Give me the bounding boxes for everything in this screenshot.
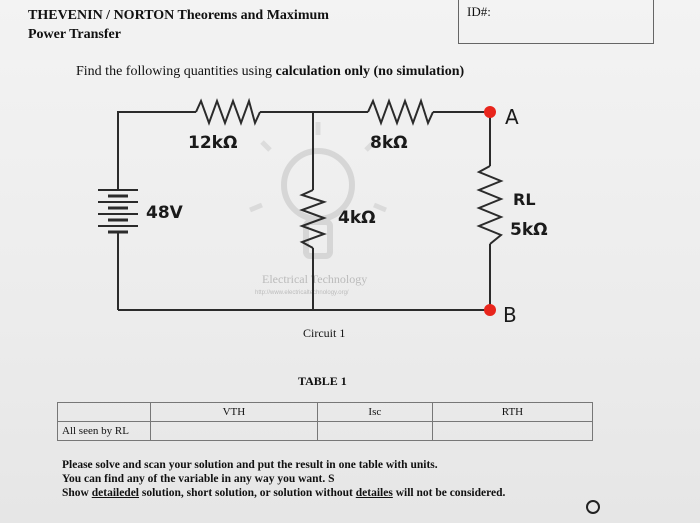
r2-label: 8kΩ xyxy=(370,133,408,153)
watermark-bulb-icon xyxy=(249,122,387,259)
table-title: TABLE 1 xyxy=(298,374,347,388)
terminal-b-dot xyxy=(484,304,496,316)
circle-mark-icon xyxy=(586,500,600,514)
page-title: THEVENIN / NORTON Theorems and Maximum P… xyxy=(28,6,329,44)
r3-label: 4kΩ xyxy=(338,208,376,228)
table-cell-isc[interactable] xyxy=(316,421,433,441)
watermark-url: http://www.electricaltechnology.org/ xyxy=(255,290,349,296)
table-header-vth: VTH xyxy=(150,402,318,422)
table-cell-rth[interactable] xyxy=(431,421,594,441)
note-line-3-underlined2: detailes xyxy=(355,487,393,499)
terminal-a-dot xyxy=(484,106,496,118)
id-label: ID#: xyxy=(467,4,491,19)
note-line-3-suffix: will not be considered. xyxy=(392,487,506,499)
table-cell-vth[interactable] xyxy=(150,421,318,441)
note-line-3-underlined: detailedel xyxy=(91,487,140,499)
resistor-8k xyxy=(367,97,434,126)
watermark-text: Electrical Technology xyxy=(262,272,367,286)
table-header-row: VTH Isc RTH xyxy=(57,402,594,422)
results-table: VTH Isc RTH All seen by RL xyxy=(57,402,594,441)
r1-label: 12kΩ xyxy=(188,133,237,153)
instruction-prefix: Find the following quantities using xyxy=(76,64,276,79)
terminal-b-label: B xyxy=(503,303,517,327)
resistor-4k xyxy=(299,189,328,249)
circuit-wires xyxy=(117,111,491,311)
note-line-3-prefix: Show xyxy=(62,487,92,499)
instruction-bold: calculation only xyxy=(275,64,371,79)
table-header-isc: Isc xyxy=(316,402,433,422)
resistor-rl xyxy=(476,165,504,245)
rl-value-label: 5kΩ xyxy=(510,220,548,240)
source-label: 48V xyxy=(146,203,184,223)
table-header-empty xyxy=(57,402,151,422)
terminal-a-label: A xyxy=(505,105,519,129)
resistor-12k xyxy=(195,97,261,126)
table-header-rth: RTH xyxy=(431,402,594,422)
note-line-3: Show detailedel solution, short solution… xyxy=(62,486,682,500)
battery-icon xyxy=(98,178,138,245)
note-line-3-middle: solution, short solution, or solution wi… xyxy=(139,487,356,499)
table-row: All seen by RL xyxy=(57,421,594,441)
title-line-2: Power Transfer xyxy=(28,27,121,42)
circuit-caption: Circuit 1 xyxy=(303,326,346,340)
instruction-suffix: (no simulation) xyxy=(370,64,465,79)
rl-label: RL xyxy=(513,190,536,209)
note-line-1: Please solve and scan your solution and … xyxy=(62,459,438,471)
id-box: ID#: xyxy=(458,0,654,44)
table-row-label: All seen by RL xyxy=(57,421,151,441)
title-line-1: THEVENIN / NORTON Theorems and Maximum xyxy=(28,8,329,23)
instructions-note: Please solve and scan your solution and … xyxy=(62,458,682,500)
instruction-text: Find the following quantities using calc… xyxy=(76,64,464,80)
note-line-2: You can find any of the variable in any … xyxy=(62,473,335,485)
